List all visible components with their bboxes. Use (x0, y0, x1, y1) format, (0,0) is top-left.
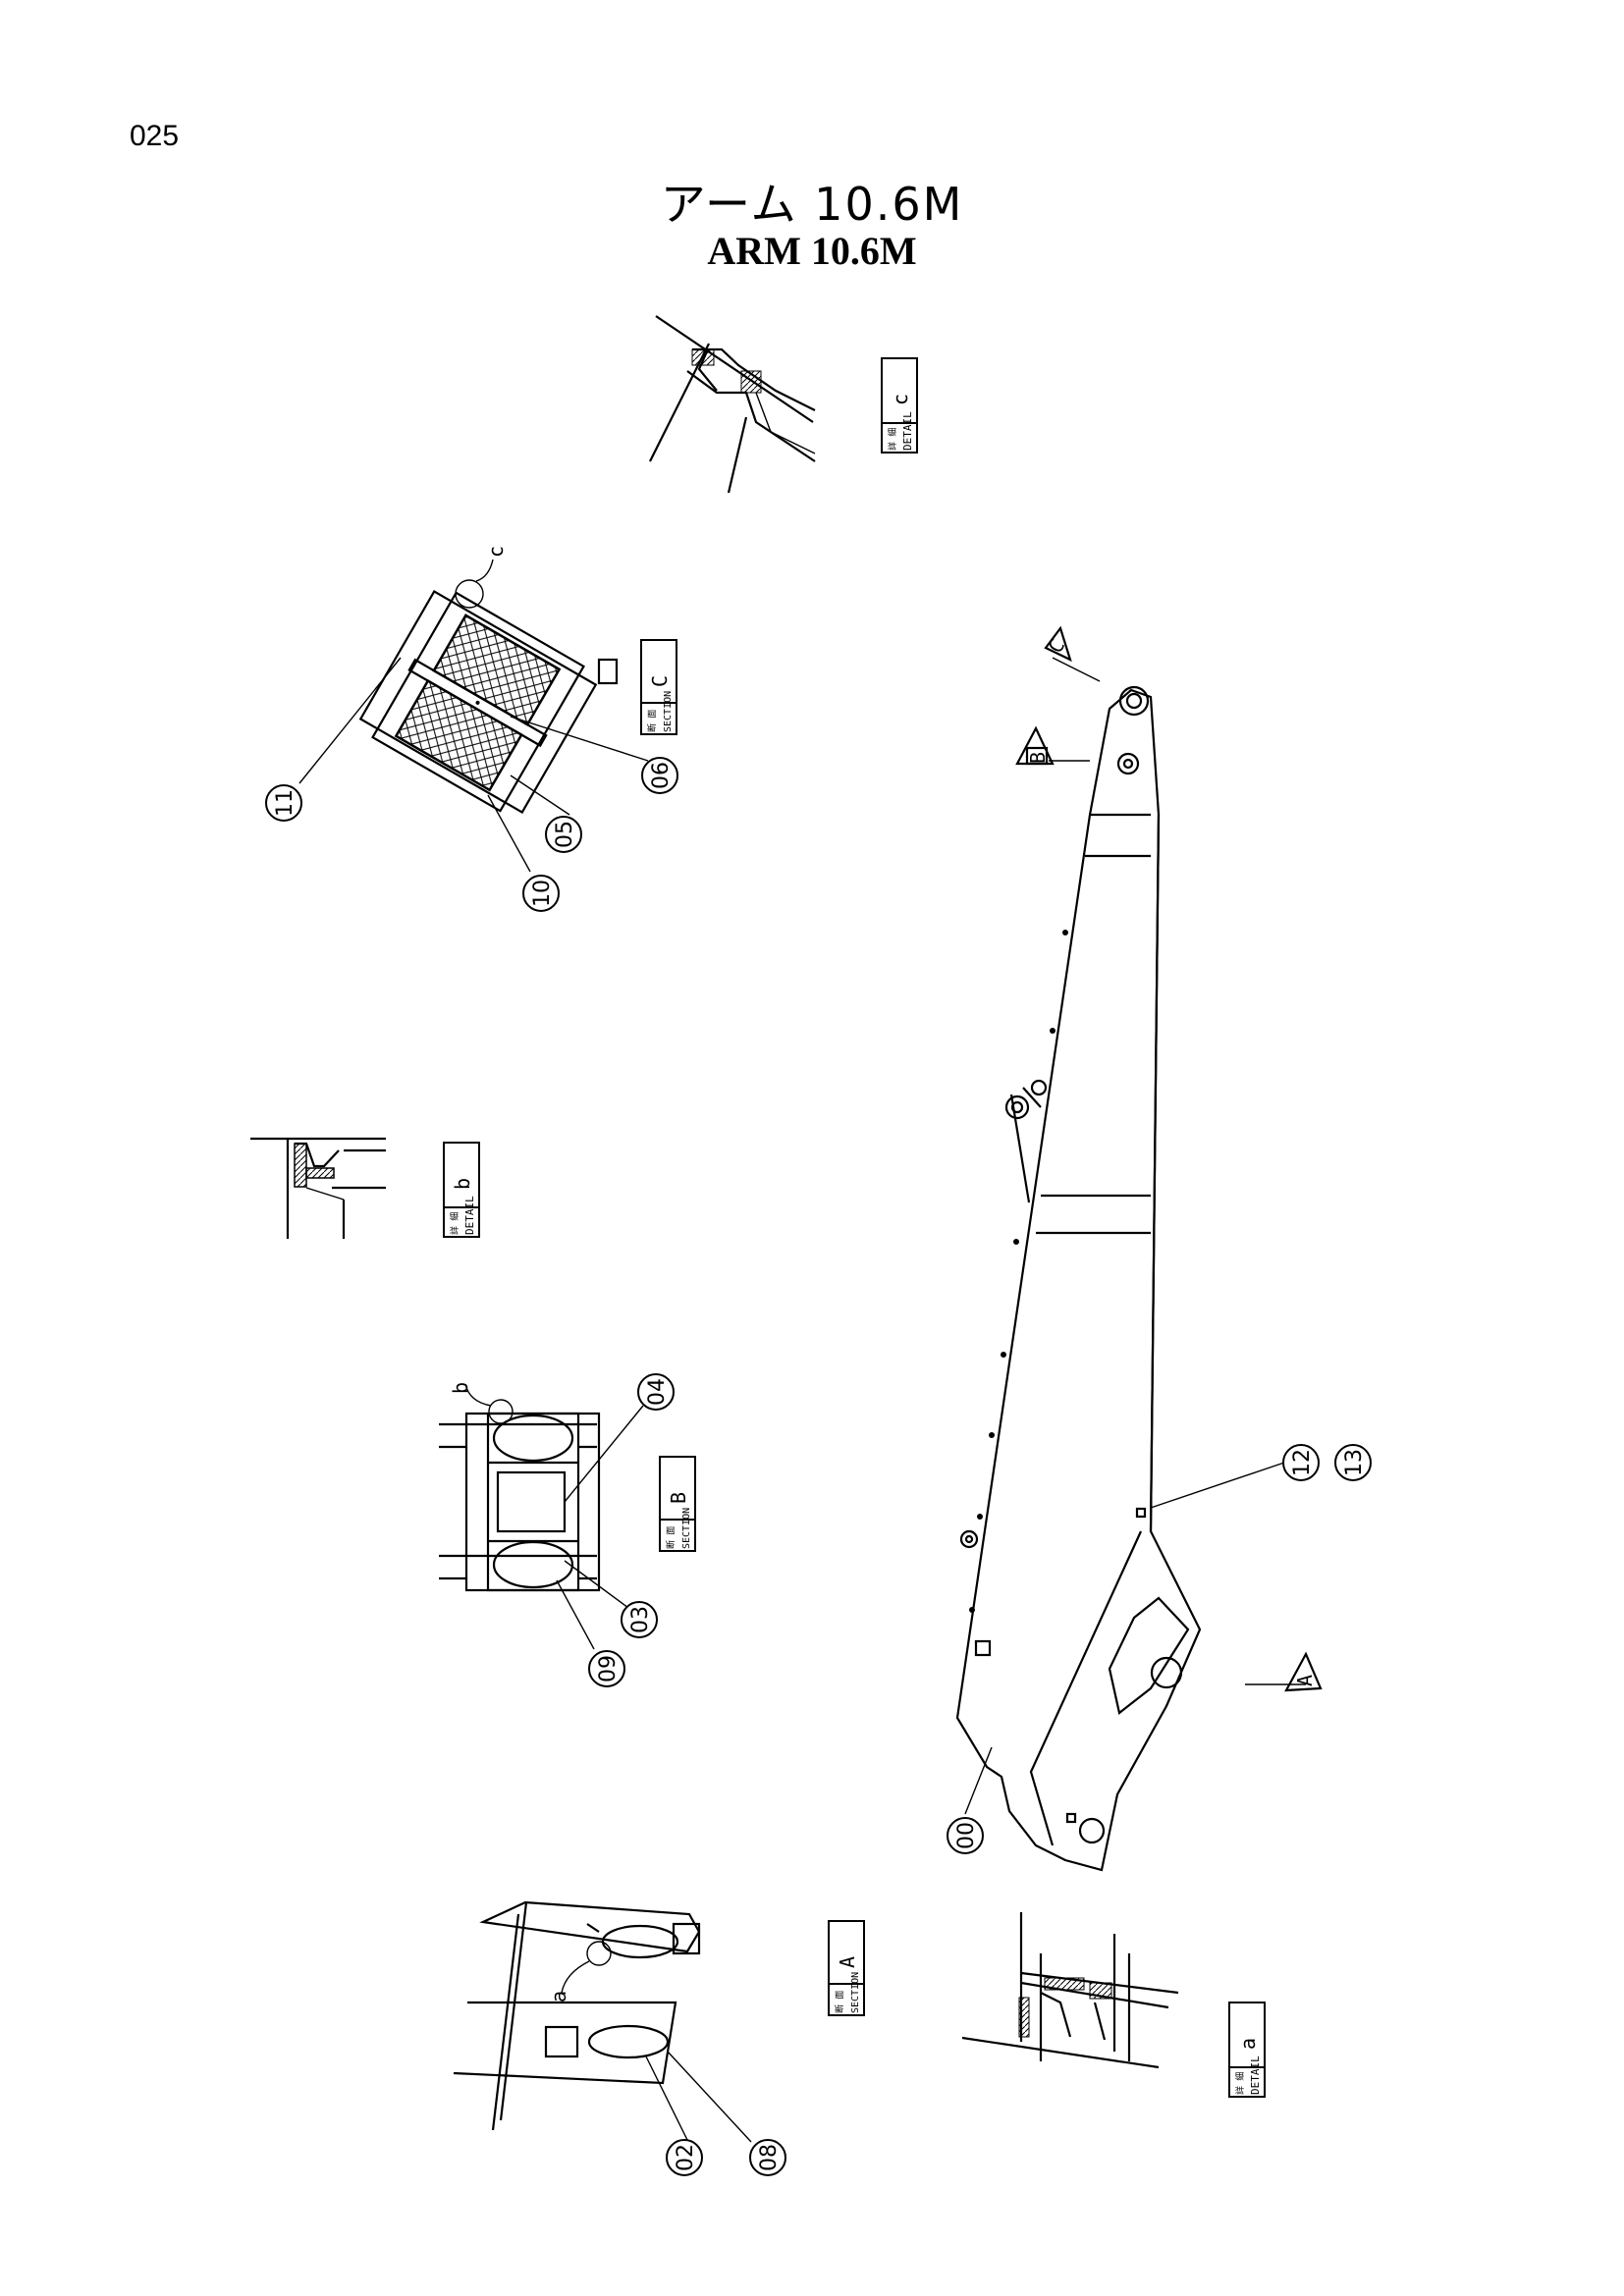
callout-12: 12 (1282, 1444, 1320, 1481)
svg-text:DETAIL: DETAIL (463, 1196, 476, 1235)
svg-text:詳 細: 詳 細 (887, 428, 898, 451)
callout-13: 13 (1334, 1444, 1372, 1481)
view-arrow-c: C (1043, 625, 1101, 682)
callout-04: 04 (637, 1373, 675, 1411)
detail-a-view (961, 1912, 1179, 2069)
detail-a-marker: a (547, 1991, 570, 2002)
svg-text:DETAIL: DETAIL (1249, 2056, 1262, 2095)
section-a-view (453, 1900, 701, 2131)
svg-text:C: C (648, 675, 672, 687)
svg-text:04: 04 (645, 1378, 670, 1406)
svg-text:DETAIL: DETAIL (901, 411, 914, 451)
view-arrow-b: B (1015, 725, 1090, 766)
svg-text:09: 09 (596, 1655, 621, 1682)
svg-text:b: b (451, 1178, 474, 1190)
callout-08: 08 (749, 2139, 786, 2176)
svg-text:10: 10 (530, 880, 555, 907)
svg-text:SECTION: SECTION (850, 1972, 861, 2013)
callout-05: 05 (545, 816, 582, 853)
tag-section-b: 断 面 SECTION B (659, 1456, 696, 1552)
svg-text:A: A (1293, 1675, 1317, 1686)
detail-c-view (649, 315, 816, 494)
tag-detail-a: 詳 細 DETAIL a (1228, 2002, 1266, 2098)
svg-text:05: 05 (553, 821, 577, 848)
svg-text:C: C (1043, 635, 1069, 657)
arm-main-view (955, 685, 1202, 1872)
callout-10: 10 (522, 875, 560, 912)
svg-text:詳 細: 詳 細 (1234, 2072, 1246, 2095)
page-number: 025 (130, 120, 180, 152)
callout-06: 06 (641, 757, 678, 794)
callout-00: 00 (947, 1817, 984, 1854)
callout-09: 09 (588, 1650, 625, 1687)
svg-text:A: A (836, 1956, 859, 1968)
svg-text:B: B (667, 1492, 690, 1504)
svg-text:B: B (1026, 752, 1050, 764)
callout-11: 11 (265, 784, 302, 822)
tag-section-a: 断 面 SECTION A (828, 1920, 865, 2016)
tag-detail-c: 詳 細 DETAIL c (881, 357, 918, 454)
svg-text:03: 03 (628, 1606, 653, 1633)
section-c-lug (597, 658, 619, 685)
svg-text:断 面: 断 面 (646, 710, 658, 732)
svg-text:断 面: 断 面 (665, 1526, 677, 1549)
callout-02: 02 (666, 2139, 703, 2176)
svg-text:a: a (1236, 2038, 1260, 2050)
svg-text:13: 13 (1342, 1449, 1367, 1476)
view-arrow-a: A (1245, 1651, 1323, 1692)
detail-c-marker-circle (455, 579, 484, 609)
callout-03: 03 (621, 1601, 658, 1638)
detail-a-marker-circle (586, 1941, 612, 1966)
title-english: ARM 10.6M (707, 229, 917, 273)
detail-b-view (250, 1137, 386, 1239)
svg-text:SECTION: SECTION (681, 1508, 692, 1549)
detail-b-marker: b (449, 1382, 472, 1394)
svg-text:断 面: 断 面 (834, 1991, 845, 2013)
tag-section-c: 断 面 SECTION C (640, 639, 677, 735)
svg-text:08: 08 (757, 2144, 782, 2171)
detail-b-marker-circle (488, 1399, 514, 1424)
section-b-view (439, 1412, 601, 1592)
svg-text:SECTION: SECTION (663, 691, 674, 732)
detail-c-marker: c (484, 546, 508, 558)
svg-text:c: c (889, 394, 912, 405)
svg-text:12: 12 (1290, 1449, 1315, 1476)
svg-text:02: 02 (674, 2144, 698, 2171)
svg-text:詳 細: 詳 細 (449, 1212, 460, 1235)
tag-detail-b: 詳 細 DETAIL b (443, 1142, 480, 1238)
section-c-view (358, 590, 598, 814)
title-japanese: アーム 10.6M (660, 178, 964, 231)
svg-text:00: 00 (954, 1822, 979, 1849)
svg-text:11: 11 (273, 789, 298, 817)
svg-text:06: 06 (649, 762, 674, 789)
